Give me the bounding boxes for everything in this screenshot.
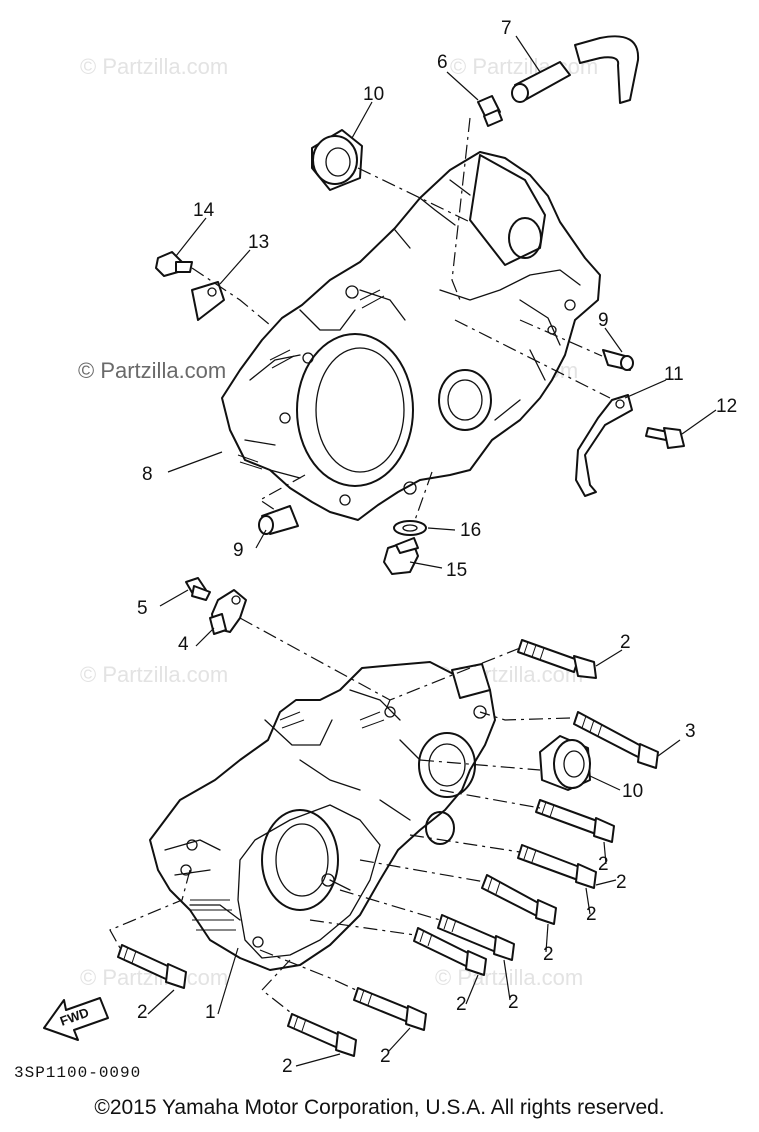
bolt-part-14	[155, 251, 193, 277]
fwd-arrow-icon: FWD	[43, 997, 109, 1041]
callout-16: 16	[460, 520, 481, 541]
callout-2-a: 2	[620, 632, 631, 653]
watermark: © Partzilla.com	[78, 358, 226, 383]
callout-3: 3	[685, 721, 696, 742]
leader-lines	[147, 35, 717, 1067]
callout-10: 10	[363, 84, 384, 105]
bearing-part-10-lower	[539, 735, 591, 791]
plate-part-13	[191, 281, 225, 321]
callout-15: 15	[446, 560, 467, 581]
washer-part-16	[393, 520, 427, 536]
bearing-part-10-upper	[311, 129, 363, 191]
callout-10-lower: 10	[622, 781, 643, 802]
callout-2-i: 2	[380, 1046, 391, 1067]
callout-2-b: 2	[598, 854, 609, 875]
callout-9-lower: 9	[233, 540, 244, 561]
crankcase-right-half	[149, 661, 496, 971]
callout-8: 8	[142, 464, 153, 485]
bolt-part-5	[185, 577, 211, 601]
callout-9: 9	[598, 310, 609, 331]
callout-12: 12	[716, 396, 737, 417]
bolts-part-2	[117, 639, 659, 1057]
callout-7: 7	[501, 18, 512, 39]
crankcase-left-half	[221, 151, 601, 521]
drawing-code: 3SP1100-0090	[14, 1064, 141, 1082]
callout-4: 4	[178, 634, 189, 655]
watermark: © Partzilla.com	[80, 54, 228, 79]
callout-2-c: 2	[616, 872, 627, 893]
callout-2-g: 2	[456, 994, 467, 1015]
hose-part-7	[511, 35, 640, 104]
callout-2-f: 2	[508, 992, 519, 1013]
nipple-part-6	[477, 95, 503, 127]
watermark: © Partzilla.com	[435, 965, 583, 990]
callout-11: 11	[664, 364, 684, 385]
copyright-notice: ©2015 Yamaha Motor Corporation, U.S.A. A…	[94, 1096, 665, 1119]
callout-6: 6	[437, 52, 448, 73]
dowel-part-9-right	[602, 349, 634, 371]
bracket-part-4	[209, 589, 247, 635]
plug-part-15	[383, 537, 419, 575]
callout-2-h: 2	[137, 1002, 148, 1023]
callout-5: 5	[137, 598, 148, 619]
callouts: 10 6 7 14 13 9 11 12 8 9 16 15 5 4 2 3 1…	[137, 18, 737, 1077]
callout-1: 1	[205, 1002, 216, 1023]
watermark: © Partzilla.com	[450, 54, 598, 79]
bracket-part-11	[575, 394, 633, 497]
watermark: © Partzilla.com	[80, 662, 228, 687]
dowel-part-9-left	[258, 505, 299, 535]
callout-2-d: 2	[586, 904, 597, 925]
callout-2-j: 2	[282, 1056, 293, 1077]
bolt-part-12	[645, 427, 685, 449]
callout-14: 14	[193, 200, 215, 221]
callout-2-e: 2	[543, 944, 554, 965]
callout-13: 13	[248, 232, 269, 253]
